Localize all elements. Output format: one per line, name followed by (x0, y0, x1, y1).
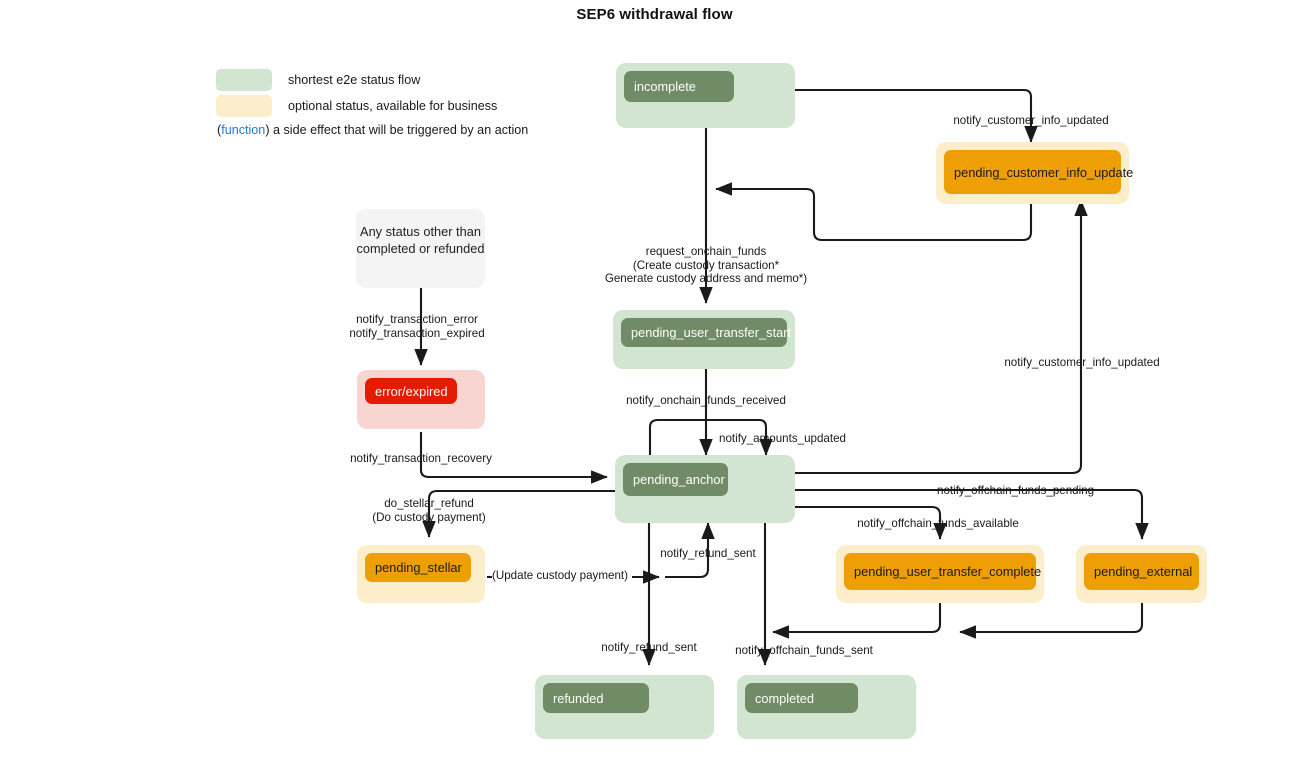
edge-label-notify-customer-info-updated-top: notify_customer_info_updated (953, 114, 1109, 127)
edge-label-update-custody-payment-fn: (Update custody payment) (492, 569, 628, 582)
legend-label-optional-status: optional status, available for business (288, 99, 498, 113)
legend-function-note: (function) a side effect that will be tr… (217, 123, 528, 137)
node-refunded-label: refunded (543, 683, 649, 713)
edge-error-expired-to-pending-anchor (419, 432, 608, 484)
node-incomplete-label: incomplete (624, 71, 734, 102)
node-pending-user-transfer-start[interactable]: pending_user_transfer_start (613, 310, 795, 369)
edge-pending-anchor-to-pending-stellar (422, 489, 615, 538)
node-pending-stellar-label: pending_stellar (365, 553, 471, 582)
edge-label-do-stellar-refund: do_stellar_refund (384, 497, 474, 510)
edge-label-notify-offchain-funds-pending: notify_offchain_funds_pending (937, 484, 1095, 497)
node-pending-user-transfer-start-label: pending_user_transfer_start (621, 318, 791, 347)
edge-label-do-stellar-refund-fn: (Do custody payment) (372, 511, 486, 524)
legend-note-open-paren: ( (217, 123, 222, 137)
node-pending-external-label: pending_external (1084, 553, 1199, 590)
node-pending-customer-info-update-label: pending_customer_info_update (944, 150, 1133, 194)
edge-pending-anchor-to-pending-user-transfer-complete (795, 505, 947, 540)
edge-label-notify-transaction-expired: notify_transaction_expired (349, 327, 485, 340)
edge-label-request-onchain-funds-fn1: (Create custody transaction* (632, 259, 780, 272)
edge-label-notify-onchain-funds-received: notify_onchain_funds_received (626, 394, 786, 407)
edge-label-notify-transaction-error: notify_transaction_error (356, 313, 478, 326)
edge-pending-customer-info-update-to-incomplete (715, 182, 1033, 242)
legend-item-shortest-flow: shortest e2e status flow (216, 69, 420, 91)
edge-label-request-onchain-funds-fn2: Generate custody address and memo*) (604, 272, 808, 285)
edge-pending-anchor-self-loop-amounts-updated (648, 418, 773, 456)
node-pending-user-transfer-complete[interactable]: pending_user_transfer_complete (836, 545, 1044, 603)
edge-pending-anchor-to-customer-info-update-right (795, 199, 1088, 475)
node-completed[interactable]: completed (737, 675, 916, 739)
node-any-status-other-label: Any status other than completed or refun… (356, 224, 485, 257)
legend-swatch-orange (216, 95, 272, 117)
legend-item-optional-status: optional status, available for business (216, 95, 497, 117)
legend-label-shortest-flow: shortest e2e status flow (288, 73, 421, 87)
edge-label-notify-transaction-recovery: notify_transaction_recovery (350, 452, 492, 465)
node-pending-user-transfer-complete-label: pending_user_transfer_complete (844, 553, 1041, 590)
node-pending-external[interactable]: pending_external (1076, 545, 1207, 603)
page-title: SEP6 withdrawal flow (576, 6, 733, 23)
legend-note-rest: ) a side effect that will be triggered b… (265, 123, 529, 137)
edge-label-notify-amounts-updated: notify_amounts_updated (719, 432, 846, 445)
node-refunded[interactable]: refunded (535, 675, 714, 739)
edge-label-notify-refund-sent-up: notify_refund_sent (660, 547, 756, 560)
legend-swatch-green (216, 69, 272, 91)
node-incomplete[interactable]: incomplete (616, 63, 795, 128)
edge-label-notify-refund-sent-down: notify_refund_sent (601, 641, 697, 654)
node-error-expired[interactable]: error/expired (357, 370, 485, 429)
edge-pending-anchor-to-pending-external (795, 488, 1149, 540)
legend-note-function-word: function (221, 123, 266, 137)
edge-pending-user-transfer-complete-to-completed (772, 601, 942, 639)
edge-pending-external-to-completed (959, 601, 1144, 639)
edge-refund-sent-up-to-pending-anchor (665, 522, 715, 579)
node-completed-label: completed (745, 683, 858, 713)
edge-label-notify-offchain-funds-sent: notify_offchain_funds_sent (735, 644, 873, 657)
node-any-status-other[interactable]: Any status other than completed or refun… (356, 209, 485, 288)
node-pending-stellar[interactable]: pending_stellar (357, 545, 485, 603)
edge-label-request-onchain-funds: request_onchain_funds (645, 245, 767, 258)
node-pending-anchor[interactable]: pending_anchor (615, 455, 795, 523)
edge-label-notify-offchain-funds-available: notify_offchain_funds_available (857, 517, 1019, 530)
node-pending-anchor-label: pending_anchor (623, 463, 728, 496)
edge-label-notify-customer-info-updated-right: notify_customer_info_updated (1004, 356, 1160, 369)
node-error-expired-label: error/expired (365, 378, 457, 404)
node-pending-customer-info-update[interactable]: pending_customer_info_update (936, 142, 1133, 204)
edge-incomplete-to-pending-customer-info-update (795, 88, 1038, 143)
